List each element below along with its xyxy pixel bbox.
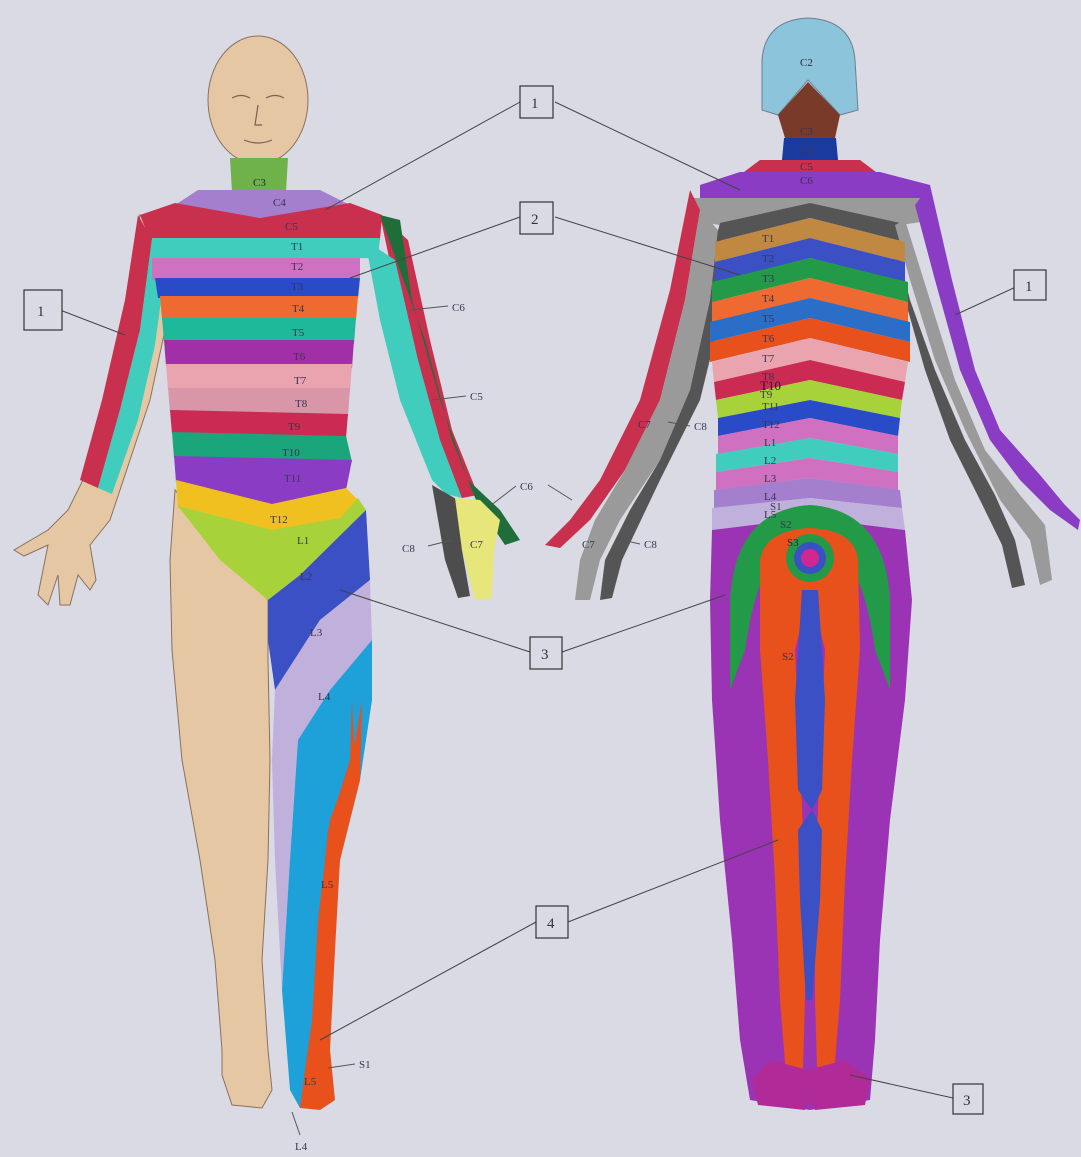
back-label-T11: T11 — [762, 401, 779, 413]
callout-number: 1 — [1025, 279, 1033, 295]
front-label-T10: T10 — [282, 447, 300, 459]
front-label-T1: T1 — [291, 241, 303, 253]
front-label-L1: L1 — [297, 535, 309, 547]
back-label-C3: C3 — [800, 126, 813, 138]
callout-box-4: 4 — [536, 906, 568, 938]
front-label-T8: T8 — [295, 398, 308, 410]
callout-number: 2 — [531, 212, 539, 228]
back-label-T4: T4 — [762, 293, 775, 305]
callout-box-1-top: 1 — [520, 86, 553, 118]
callout-box-3-mid: 3 — [530, 637, 562, 669]
back-label-T5: T5 — [762, 313, 775, 325]
back-label-C2: C2 — [800, 57, 813, 69]
front-T3 — [155, 278, 360, 298]
front-label-C4: C4 — [273, 197, 286, 209]
front-label-L5-foot: L5 — [304, 1076, 317, 1088]
front-label-T4: T4 — [292, 303, 305, 315]
front-side-label-C5: C5 — [470, 391, 483, 403]
callout-number: 3 — [963, 1093, 971, 1109]
front-label-T5: T5 — [292, 327, 305, 339]
front-label-C7: C7 — [470, 539, 483, 551]
callout-box-3-bottom: 3 — [953, 1084, 983, 1114]
back-label-C4: C4 — [800, 145, 813, 157]
front-T2 — [152, 258, 360, 280]
callout-box-1-left: 1 — [24, 290, 62, 330]
front-head — [208, 36, 308, 164]
front-label-T2: T2 — [291, 261, 303, 273]
front-label-T6: T6 — [293, 351, 306, 363]
callout-number: 4 — [547, 916, 555, 932]
front-side-label-C8: C8 — [402, 543, 415, 555]
callout-box-2: 2 — [520, 202, 553, 234]
front-T4 — [160, 296, 358, 320]
back-label-C7-arm: C7 — [638, 419, 651, 431]
callout-box-1-right: 1 — [1014, 270, 1046, 300]
back-label-T7: T7 — [762, 353, 775, 365]
front-label-T11: T11 — [284, 473, 301, 485]
callout-number: 1 — [37, 304, 45, 320]
front-label-C3: C3 — [253, 177, 266, 189]
front-T1 — [150, 238, 380, 260]
back-S45-inner — [801, 549, 819, 567]
callout-number: 1 — [531, 96, 539, 112]
back-label-T2: T2 — [762, 253, 774, 265]
back-label-C5: C5 — [800, 161, 813, 173]
back-side-label-C8-hand: C8 — [644, 539, 657, 551]
front-T7 — [166, 364, 352, 392]
front-label-L2: L2 — [300, 571, 312, 583]
back-label-C7-hand: C7 — [582, 539, 595, 551]
back-label-L2: L2 — [764, 455, 776, 467]
front-label-T3: T3 — [291, 281, 304, 293]
front-T6 — [164, 340, 354, 368]
front-label-L4: L4 — [318, 691, 331, 703]
front-side-label-L4: L4 — [295, 1141, 308, 1153]
front-label-C5: C5 — [285, 221, 298, 233]
front-label-L5: L5 — [321, 879, 334, 891]
callout-number: 3 — [541, 647, 549, 663]
back-side-label-C8: C8 — [694, 421, 707, 433]
back-label-T6: T6 — [762, 333, 775, 345]
back-label-S1: S1 — [770, 501, 782, 513]
back-label-S2: S2 — [780, 519, 792, 531]
front-label-L3: L3 — [310, 627, 323, 639]
back-label-T10: T10 — [760, 378, 781, 393]
back-C6 — [700, 172, 930, 200]
back-label-T3: T3 — [762, 273, 775, 285]
front-side-label-C6-hand: C6 — [520, 481, 533, 493]
back-label-T12: T12 — [762, 419, 780, 431]
back-label-C6: C6 — [800, 175, 813, 187]
back-label-L1: L1 — [764, 437, 776, 449]
front-label-T12: T12 — [270, 514, 288, 526]
back-label-T1: T1 — [762, 233, 774, 245]
back-torso-bands — [710, 218, 910, 530]
front-side-label-C6: C6 — [452, 302, 465, 314]
front-side-label-S1: S1 — [359, 1059, 371, 1071]
front-label-T7: T7 — [294, 375, 307, 387]
back-label-S3: S3 — [787, 537, 799, 549]
front-label-T9: T9 — [288, 421, 301, 433]
back-label-S2-thigh: S2 — [782, 651, 794, 663]
back-label-L3: L3 — [764, 473, 777, 485]
